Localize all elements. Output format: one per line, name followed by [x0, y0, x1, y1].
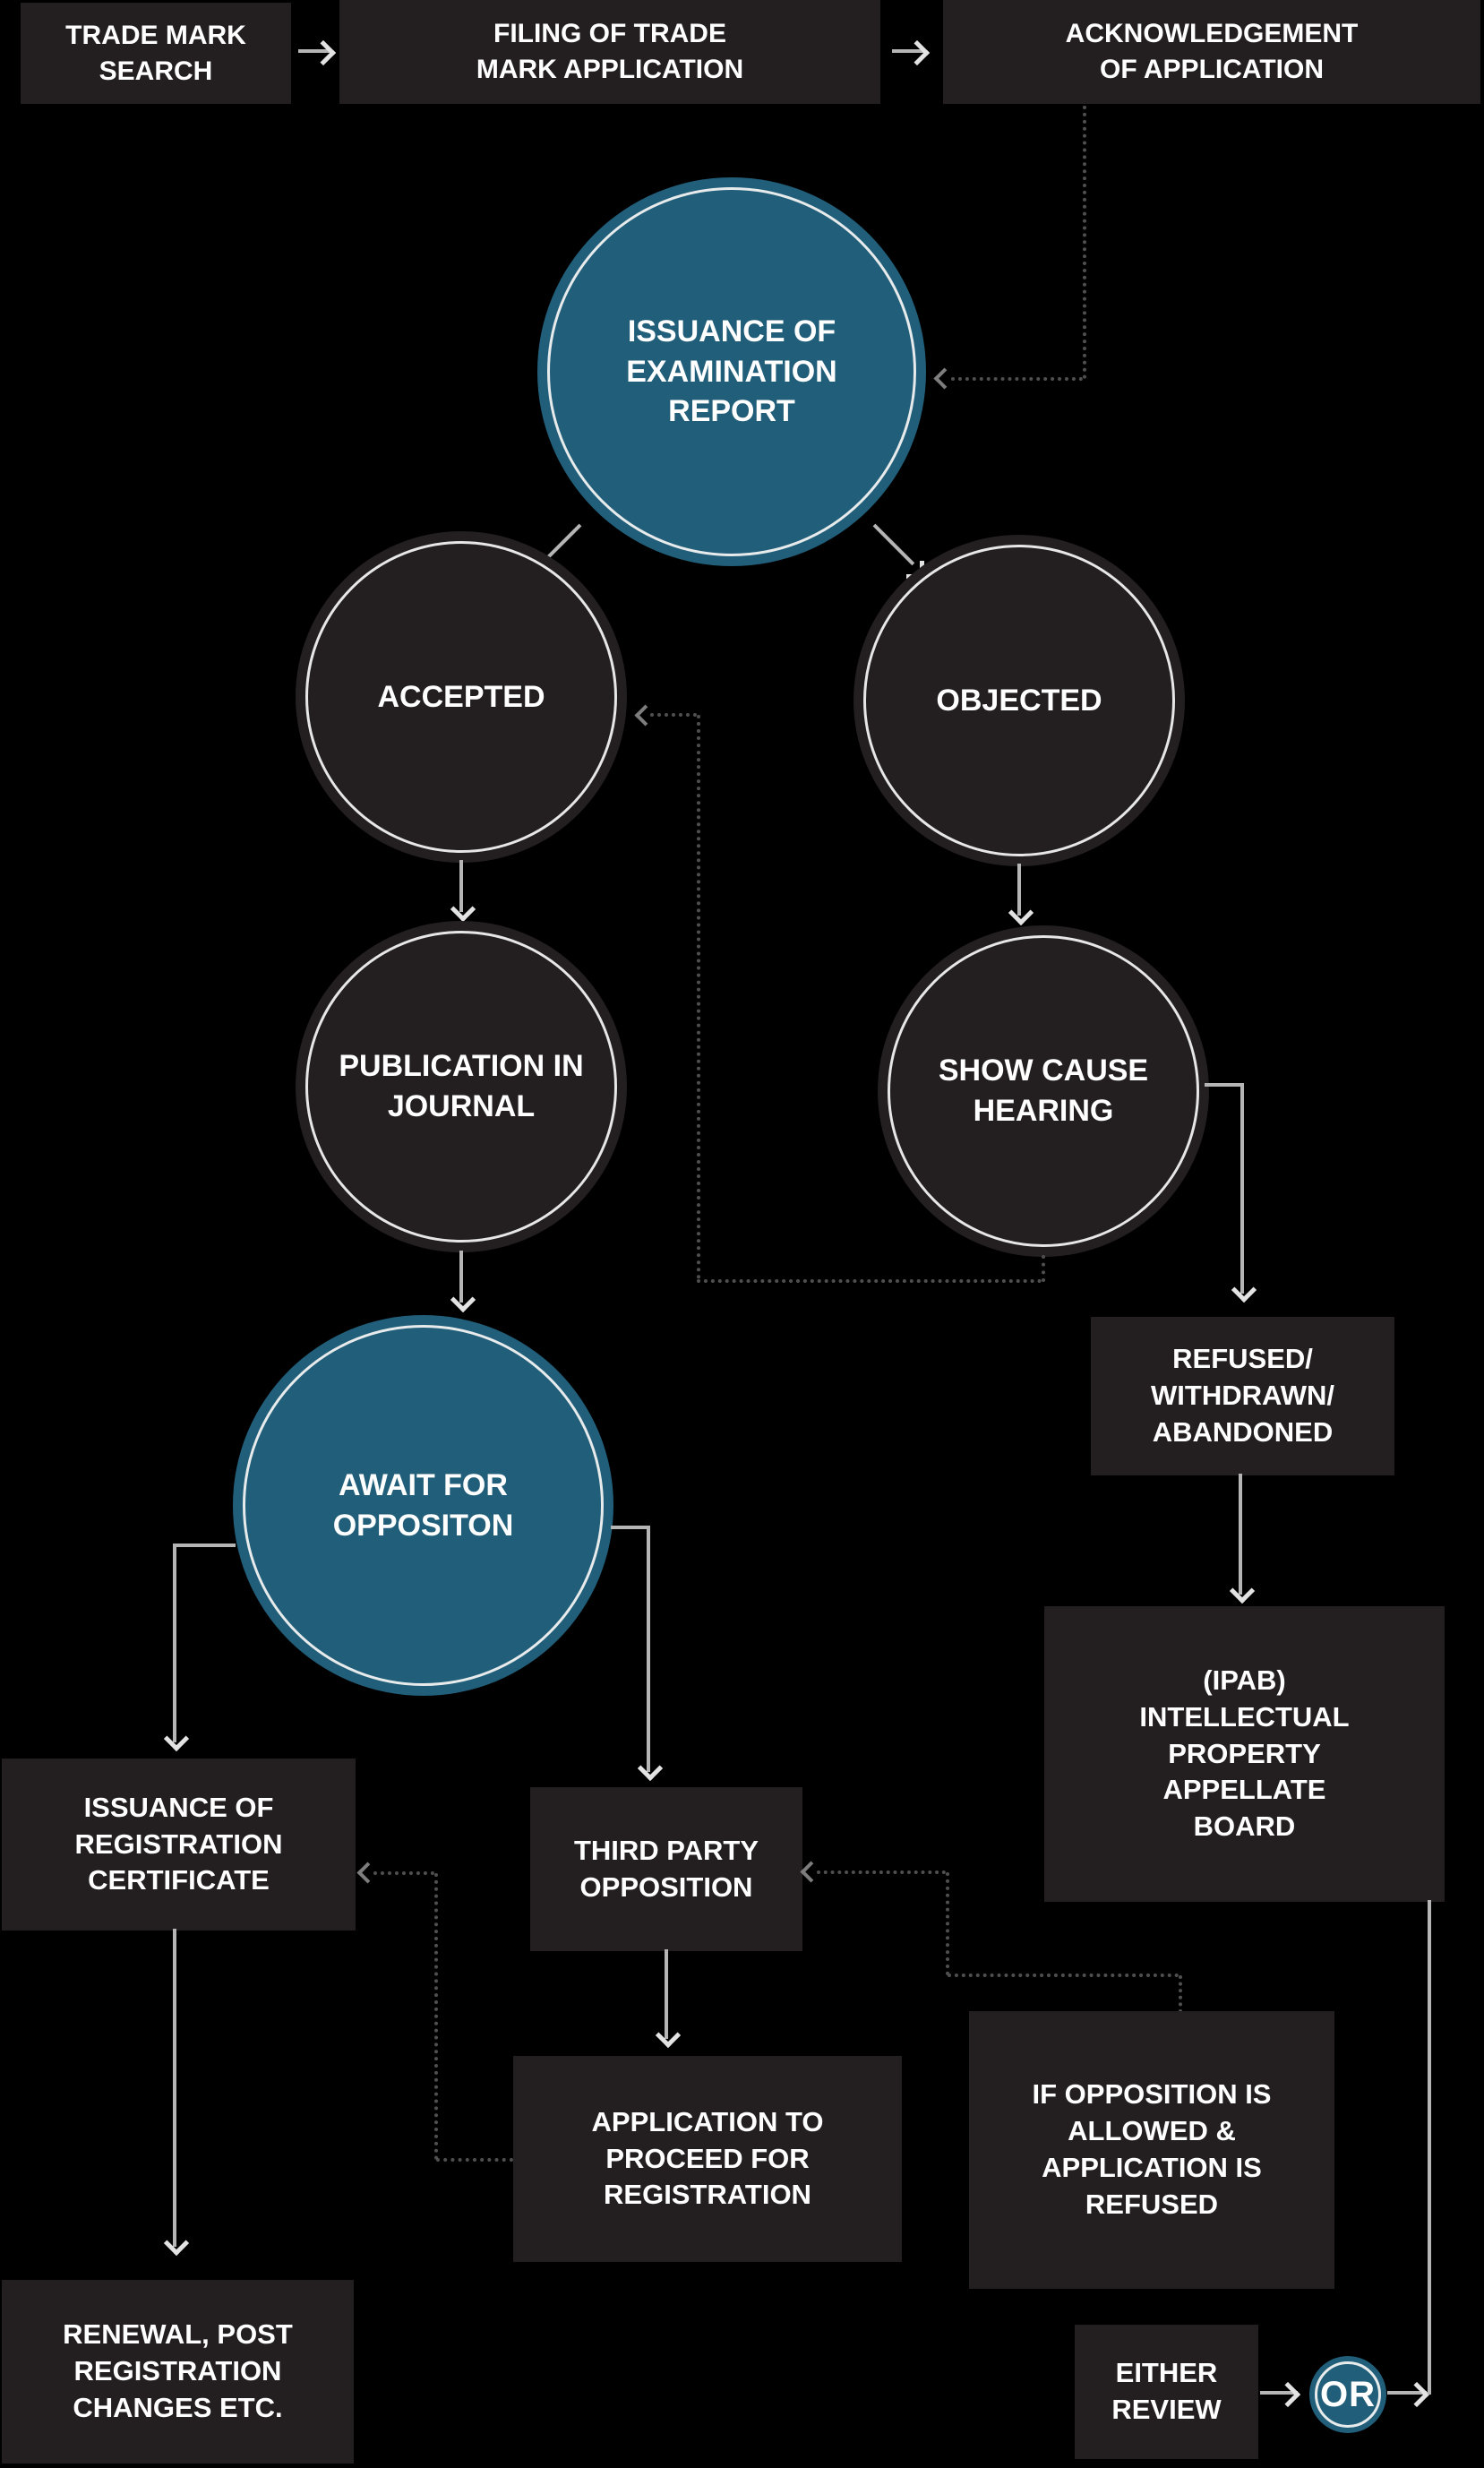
node-label: AWAIT FOR OPPOSITON	[332, 1467, 514, 1543]
connector-junction-to-ipab	[1428, 1900, 1431, 2395]
connector-either-to-or	[1260, 2391, 1298, 2395]
connector-application-to-issuance-h1	[436, 2158, 513, 2162]
arrowhead-down-icon	[163, 1725, 190, 1752]
node-objected: OBJECTED	[854, 535, 1185, 866]
connector-application-to-issuance-h2	[373, 1871, 434, 1875]
connector-issuance-to-renewal	[173, 1929, 176, 2247]
arrowhead-right-icon	[904, 39, 931, 66]
connector-showcause-to-refused-v	[1240, 1083, 1244, 1294]
connector-ack-to-exam-v	[1083, 106, 1086, 379]
node-acknowledgement: ACKNOWLEDGEMENT OF APPLICATION	[943, 0, 1480, 104]
node-refused: REFUSED/ WITHDRAWN/ ABANDONED	[1091, 1317, 1394, 1475]
connector-await-to-issuance-h	[173, 1544, 236, 1547]
node-application-proceed: APPLICATION TO PROCEED FOR REGISTRATION	[513, 2056, 902, 2262]
node-label: (IPAB) INTELLECTUAL PROPERTY APPELLATE B…	[1139, 1664, 1350, 1843]
node-label: REFUSED/ WITHDRAWN/ ABANDONED	[1151, 1343, 1334, 1448]
arrowhead-down-icon	[450, 896, 476, 923]
connector-ifopposition-to-thirdparty-v1	[1179, 1975, 1182, 2013]
node-or: OR	[1309, 2356, 1386, 2433]
node-label: ISSUANCE OF REGISTRATION CERTIFICATE	[74, 1791, 283, 1896]
connector-await-to-thirdparty-v	[647, 1526, 650, 1772]
node-trade-mark-search: TRADE MARK SEARCH	[21, 3, 291, 104]
connector-showcause-to-refused-h	[1205, 1083, 1244, 1087]
node-label: FILING OF TRADE MARK APPLICATION	[476, 19, 744, 84]
node-label: RENEWAL, POST REGISTRATION CHANGES ETC.	[63, 2318, 293, 2423]
arrowhead-down-icon	[1229, 1578, 1256, 1604]
connector-application-to-issuance-v	[434, 1873, 438, 2160]
arrowhead-down-icon	[163, 2230, 190, 2257]
arrowhead-left-icon	[933, 367, 956, 390]
arrowhead-right-icon	[310, 39, 337, 66]
node-renewal: RENEWAL, POST REGISTRATION CHANGES ETC.	[2, 2280, 354, 2464]
arrowhead-right-icon	[1274, 2381, 1301, 2408]
node-label: ACKNOWLEDGEMENT OF APPLICATION	[1065, 19, 1359, 84]
node-label: OR	[1320, 2374, 1376, 2414]
node-label: ISSUANCE OF EXAMINATION REPORT	[626, 314, 837, 429]
node-label: APPLICATION TO PROCEED FOR REGISTRATION	[591, 2105, 824, 2211]
connector-filing-to-ack	[892, 49, 924, 53]
node-accepted: ACCEPTED	[296, 531, 627, 863]
arrowhead-down-icon	[450, 1286, 476, 1313]
connector-or-to-junction	[1387, 2391, 1427, 2395]
arrowhead-down-icon	[655, 2022, 682, 2049]
connector-ack-to-exam-h	[951, 377, 1083, 381]
node-label: PUBLICATION IN JOURNAL	[339, 1049, 584, 1123]
connector-search-to-filing	[298, 49, 330, 53]
connector-objected-to-showcause	[1017, 864, 1021, 916]
node-label: OBJECTED	[936, 683, 1102, 718]
node-filing-application: FILING OF TRADE MARK APPLICATION	[339, 0, 880, 104]
node-label: IF OPPOSITION IS ALLOWED & APPLICATION I…	[1032, 2078, 1272, 2220]
connector-ifopposition-to-thirdparty-v2	[946, 1872, 949, 1975]
node-examination-report: ISSUANCE OF EXAMINATION REPORT	[537, 177, 926, 566]
node-ipab: (IPAB) INTELLECTUAL PROPERTY APPELLATE B…	[1044, 1606, 1445, 1902]
connector-showcause-to-accepted-h2	[650, 713, 697, 717]
arrowhead-left-icon	[800, 1861, 822, 1883]
node-label: THIRD PARTY OPPOSITION	[573, 1834, 759, 1903]
arrowhead-down-icon	[1008, 899, 1034, 926]
node-show-cause-hearing: SHOW CAUSE HEARING	[878, 925, 1209, 1257]
node-label: ACCEPTED	[377, 679, 545, 714]
node-label: EITHER REVIEW	[1111, 2357, 1222, 2425]
arrowhead-left-icon	[356, 1862, 379, 1884]
connector-showcause-to-accepted-v2	[697, 715, 700, 1279]
connector-publication-to-await	[459, 1251, 463, 1303]
connector-accepted-to-publication	[459, 860, 463, 912]
node-publication-journal: PUBLICATION IN JOURNAL	[296, 921, 627, 1252]
arrowhead-left-icon	[634, 704, 656, 727]
node-if-opposition: IF OPPOSITION IS ALLOWED & APPLICATION I…	[969, 2011, 1334, 2289]
arrowhead-down-icon	[637, 1755, 664, 1782]
arrowhead-down-icon	[1231, 1277, 1257, 1303]
connector-await-to-thirdparty-h	[611, 1526, 650, 1529]
node-third-party-opposition: THIRD PARTY OPPOSITION	[530, 1787, 802, 1951]
connector-refused-to-ipab	[1239, 1474, 1242, 1595]
node-issuance-certificate: ISSUANCE OF REGISTRATION CERTIFICATE	[2, 1759, 356, 1931]
arrowhead-right-icon	[1403, 2381, 1430, 2408]
connector-ifopposition-to-thirdparty-h2	[817, 1870, 946, 1874]
node-either-review: EITHER REVIEW	[1075, 2325, 1258, 2459]
node-label: TRADE MARK SEARCH	[65, 20, 246, 86]
connector-exam-to-objected	[872, 523, 915, 566]
node-await-opposition: AWAIT FOR OPPOSITON	[233, 1315, 613, 1696]
node-label: SHOW CAUSE HEARING	[938, 1053, 1149, 1128]
connector-thirdparty-to-application	[665, 1949, 668, 2039]
connector-showcause-to-accepted-v1	[1042, 1255, 1045, 1282]
connector-await-to-issuance-v	[173, 1544, 176, 1742]
connector-ifopposition-to-thirdparty-h1	[948, 1974, 1179, 1977]
connector-showcause-to-accepted-h1	[697, 1279, 1042, 1283]
